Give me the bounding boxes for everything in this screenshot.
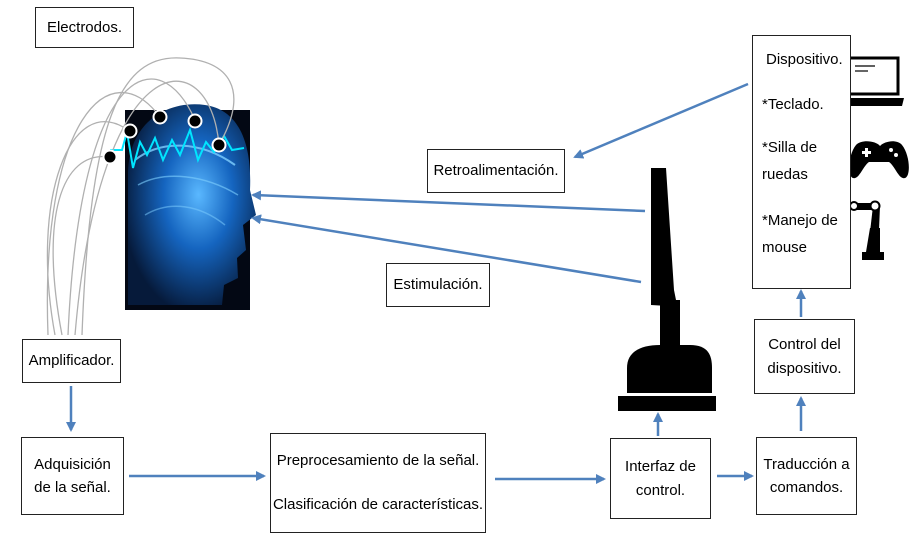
electrodes-box: Electrodos. [35,7,134,48]
device-mouse-line1: *Manejo de [762,212,838,229]
translation-box: Traducción a comandos. [756,437,857,515]
acquisition-label-line2: de la señal. [34,479,111,496]
acquisition-label-line1: Adquisición [34,455,111,473]
translation-label-line1: Traducción a [763,455,850,473]
control-interface-label-line2: control. [635,481,686,499]
device-control-label-line2: dispositivo. [767,359,842,377]
amplifier-box: Amplificador. [22,339,121,383]
electrode-icon [102,109,227,165]
stimulation-box: Estimulación. [386,263,490,307]
classification-label: Clasificación de características. [272,496,484,513]
device-wheelchair-line2: ruedas [762,166,808,183]
feedback-label: Retroalimentación. [433,162,559,180]
preprocessing-box: Preprocesamiento de la señal. Clasificac… [270,433,486,533]
device-control-box: Control del dispositivo. [754,319,855,394]
control-interface-label-line1: Interfaz de [625,458,696,476]
acquisition-box: Adquisición de la señal. [21,437,124,515]
preprocessing-label: Preprocesamiento de la señal. [276,452,480,469]
connection-arrows [66,82,806,484]
device-mouse-line2: mouse [762,239,808,256]
robot-arm-icon [845,199,884,260]
laptop-icon [842,56,904,106]
device-control-label-line1: Control del [768,336,841,354]
electrodes-label: Electrodos. [46,18,123,36]
device-keyboard: *Teclado. [762,96,824,113]
translation-label-line2: comandos. [769,479,844,496]
device-wheelchair-line1: *Silla de [762,139,818,156]
amplifier-label: Amplificador. [28,352,115,370]
head-brain-icon [110,104,256,310]
device-title: Dispositivo. [766,51,843,68]
electrode-wires [46,57,235,336]
monitor-icon [618,168,716,411]
stimulation-label: Estimulación. [393,276,483,294]
control-interface-box: Interfaz de control. [610,438,711,519]
device-box: Dispositivo. *Teclado. *Silla de ruedas … [752,35,851,289]
feedback-box: Retroalimentación. [427,149,565,193]
gamepad-icon [849,141,909,179]
